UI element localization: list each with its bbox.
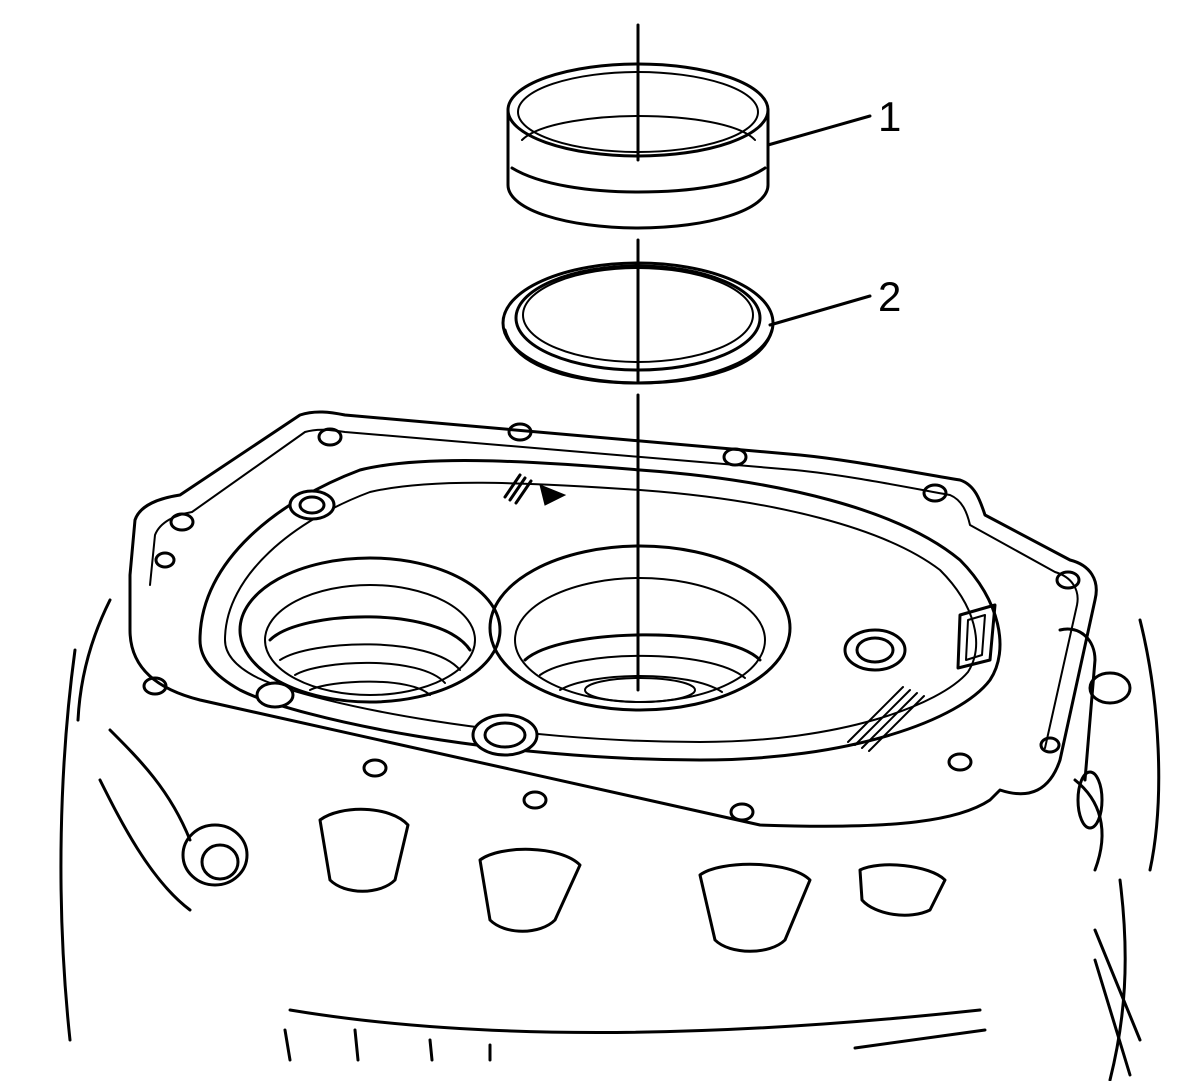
transmission-housing [59,410,1161,1082]
bearing-cup [506,62,770,230]
seal-ring [501,258,775,385]
leader-line-1 [766,114,872,147]
callout-label-2: 2 [878,273,902,320]
callout-label-1: 1 [878,93,902,140]
leader-line-2 [768,294,872,327]
hatch-mark [847,686,925,752]
callout-leaders [766,114,872,327]
